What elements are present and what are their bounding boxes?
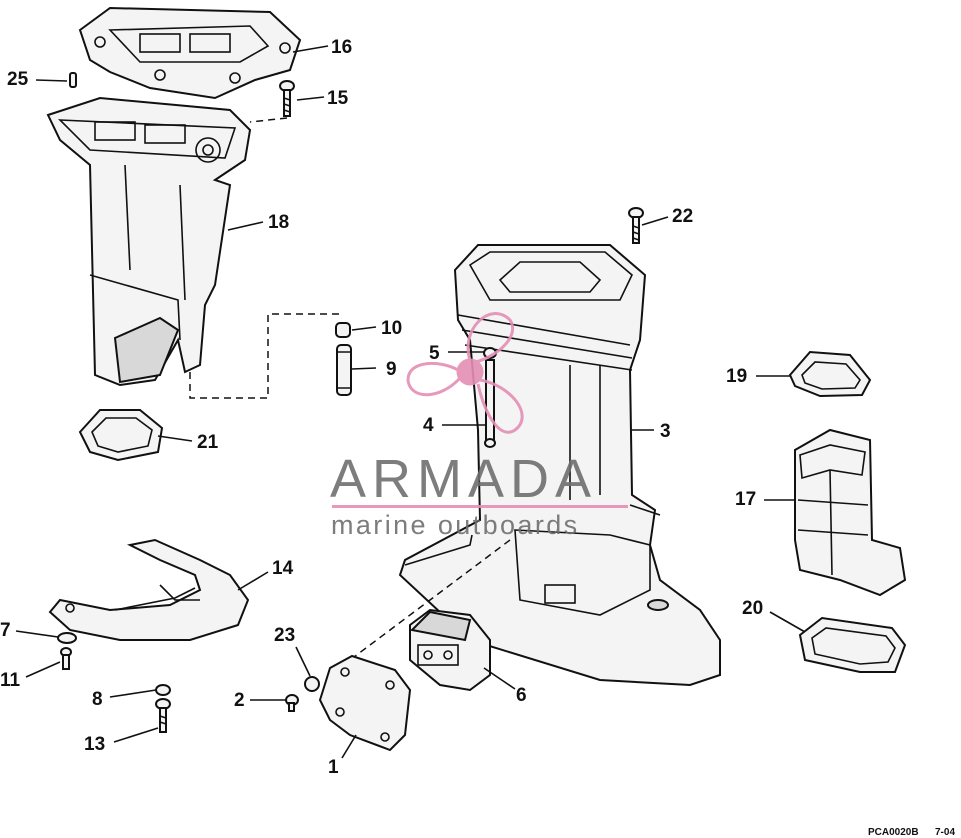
propeller-icon <box>406 312 524 434</box>
footer-code: PCA0020B <box>868 827 919 838</box>
part-7-washer <box>57 632 77 644</box>
part-14-shroud <box>48 538 250 641</box>
part-16-gasket <box>78 6 302 100</box>
callout-labels: 16 15 25 18 10 9 21 5 4 3 22 19 17 20 14… <box>0 37 763 778</box>
part-20-seal <box>798 616 907 673</box>
callout-13: 13 <box>84 734 105 755</box>
watermark-tagline: marine outboards <box>331 510 580 540</box>
part-9-water-tube <box>336 344 352 396</box>
callout-16: 16 <box>331 37 352 58</box>
part-4-water-tube <box>484 359 496 448</box>
watermark-logo: ARMADA marine outboards <box>330 312 628 540</box>
callout-21: 21 <box>197 432 219 453</box>
part-19-seal <box>788 350 872 398</box>
callout-8: 8 <box>92 689 103 710</box>
callout-2: 2 <box>234 690 245 711</box>
callout-10: 10 <box>381 318 402 339</box>
part-18-exhaust-housing <box>46 96 252 387</box>
callout-20: 20 <box>742 598 763 619</box>
dashed-line-tube <box>189 313 342 399</box>
part-1-cover <box>318 654 412 752</box>
part-8-washer <box>155 684 171 696</box>
propeller-blade-1 <box>466 312 515 364</box>
part-3-exhaust-housing <box>398 244 721 687</box>
callout-25: 25 <box>7 69 29 90</box>
part-22-screw <box>628 207 644 244</box>
callout-22: 22 <box>672 206 693 227</box>
part-15-screw <box>279 80 295 117</box>
dashed-line-cover <box>349 539 511 661</box>
watermark-divider <box>332 505 628 508</box>
callout-17: 17 <box>735 489 756 510</box>
part-2-screw <box>285 694 299 712</box>
part-13-screw <box>155 698 171 733</box>
leader-lines <box>15 45 806 759</box>
dashed-line-15 <box>249 117 288 123</box>
part-6-mount <box>409 608 491 692</box>
callout-6: 6 <box>516 685 527 706</box>
propeller-blade-2 <box>476 378 524 434</box>
part-21-seal <box>78 409 164 462</box>
watermark-brand: ARMADA <box>330 449 597 509</box>
callout-14: 14 <box>272 558 294 579</box>
part-23-washer <box>304 676 320 692</box>
callout-7: 7 <box>0 620 11 641</box>
footer-page: 7-04 <box>935 827 955 838</box>
callout-5: 5 <box>429 343 440 364</box>
propeller-hub <box>456 358 484 386</box>
propeller-blade-3 <box>406 361 462 397</box>
callout-15: 15 <box>327 88 349 109</box>
part-17-exhaust-seal <box>794 428 907 597</box>
part-25-dowel-pin <box>69 72 77 88</box>
callout-9: 9 <box>386 359 397 380</box>
part-10-grommet <box>335 322 351 338</box>
callout-18: 18 <box>268 212 289 233</box>
callout-19: 19 <box>726 366 747 387</box>
callout-23: 23 <box>274 625 295 646</box>
callout-11: 11 <box>0 670 21 691</box>
callout-4: 4 <box>423 415 434 436</box>
callout-1: 1 <box>328 757 339 778</box>
callout-3: 3 <box>660 421 671 442</box>
part-11-screw <box>60 647 72 670</box>
